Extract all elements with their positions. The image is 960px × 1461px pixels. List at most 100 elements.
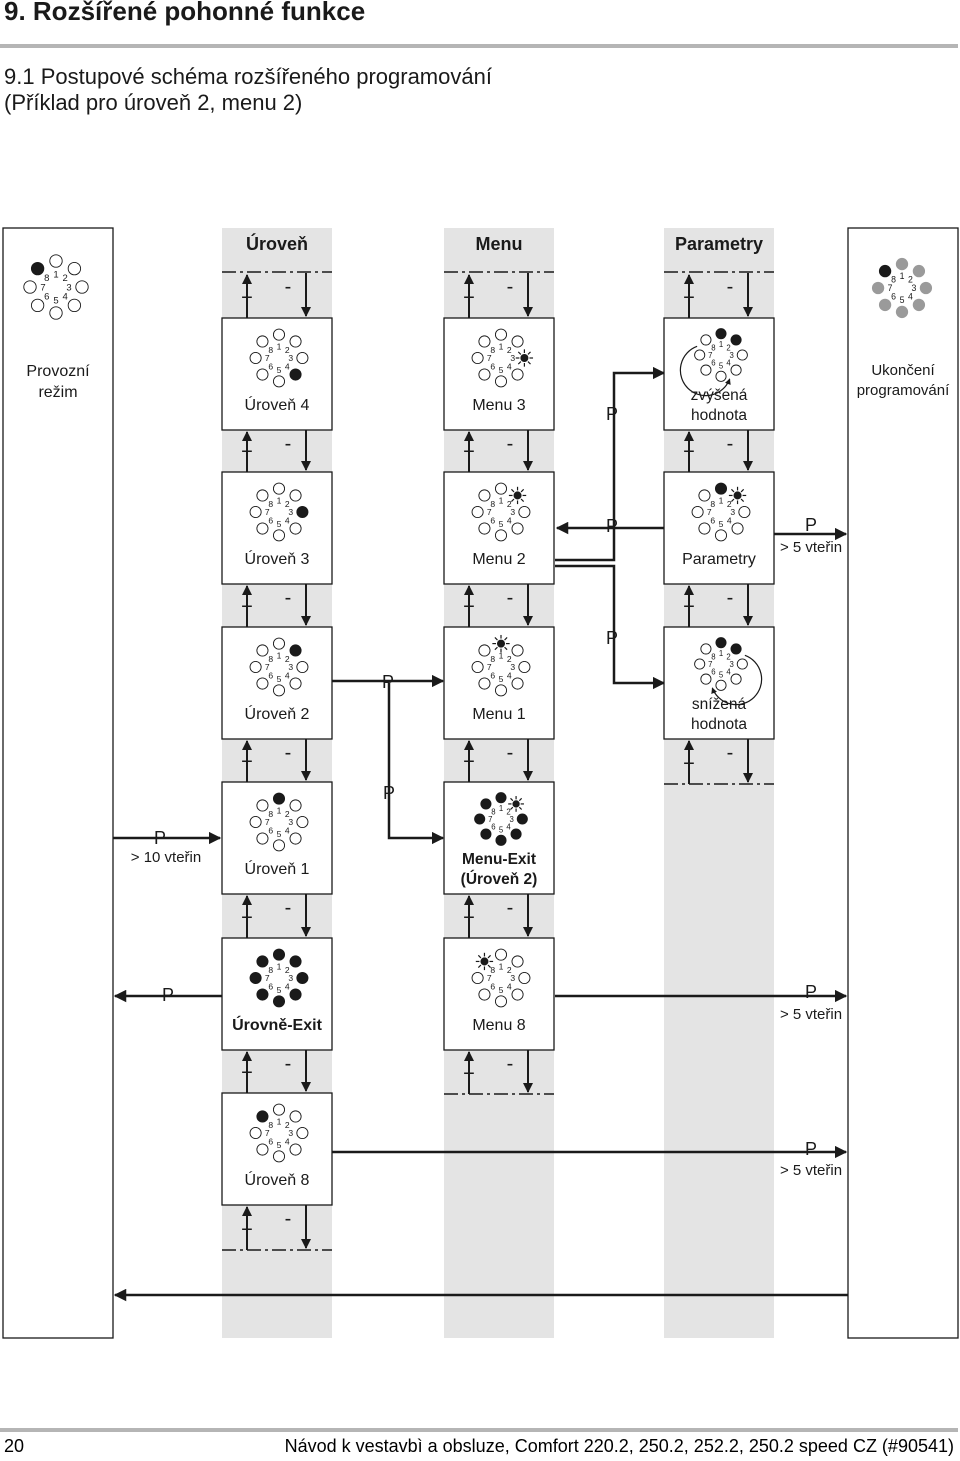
- dial-number: 4: [506, 822, 511, 831]
- led-7-off: [249, 660, 262, 674]
- dial-number: 6: [711, 667, 715, 676]
- dial-number: 6: [490, 515, 495, 525]
- nav-segment-12-plus-label: +: [463, 907, 475, 929]
- dial-number: 1: [277, 1116, 282, 1126]
- dial-number: 6: [711, 358, 715, 367]
- led-8-blinking: [475, 952, 494, 971]
- dial-number: 4: [908, 292, 913, 302]
- dial-number: 3: [288, 817, 293, 827]
- led-2-on: [730, 643, 742, 655]
- led-3-off: [518, 971, 531, 985]
- dial-number: 5: [277, 985, 282, 995]
- dial-number: 3: [510, 973, 515, 983]
- dial-number: 5: [499, 985, 504, 995]
- dial-number: 2: [726, 652, 730, 661]
- subsection-title-line2: (Příklad pro úroveň 2, menu 2): [4, 90, 303, 115]
- led-8-on: [878, 264, 892, 278]
- led-3-blinking: [515, 349, 534, 367]
- block-menu-1-label: Menu 1: [472, 706, 525, 723]
- led-4-off: [511, 368, 524, 381]
- led-core: [512, 800, 520, 808]
- dial-number: 7: [487, 353, 492, 363]
- dial-number: 7: [40, 282, 45, 293]
- dial-number: 1: [53, 269, 58, 280]
- led-8-on: [256, 1110, 269, 1123]
- led-3-off: [296, 815, 309, 829]
- dial-number: 7: [888, 283, 893, 293]
- block-menu-8-label: Menu 8: [472, 1017, 525, 1034]
- end-programming-panel: [847, 227, 959, 1339]
- dial-number: 7: [265, 662, 270, 672]
- dial-number: 1: [277, 805, 282, 815]
- p-key-label: P: [154, 828, 166, 848]
- dial-number: 7: [707, 507, 712, 517]
- nav-segment-17-plus-label: +: [683, 753, 695, 775]
- dial-number: 5: [277, 519, 282, 529]
- dial-number: 7: [708, 660, 712, 669]
- dial-number: 7: [487, 973, 492, 983]
- dial-number: 7: [265, 1128, 270, 1138]
- led-2-off: [289, 799, 302, 812]
- led-3-off: [736, 349, 748, 361]
- led-ray: [740, 498, 745, 502]
- led-7-off: [694, 658, 706, 670]
- led-1-on: [715, 637, 727, 649]
- dial-number: 6: [268, 1136, 273, 1146]
- led-4-off: [289, 522, 302, 535]
- led-2-on: [730, 334, 742, 346]
- dial-number: 4: [63, 292, 68, 303]
- block-level-4-label: Úroveň 4: [245, 395, 310, 414]
- led-1-off: [494, 328, 508, 341]
- led-ray: [520, 498, 525, 502]
- led-1-off: [272, 637, 286, 650]
- led-4-off: [511, 677, 524, 690]
- led-8-off: [700, 643, 712, 655]
- led-8-off: [700, 334, 712, 346]
- led-3-off: [296, 660, 309, 674]
- led-6-off: [478, 988, 491, 1001]
- dial-number: 3: [288, 507, 293, 517]
- led-3-on: [296, 505, 309, 519]
- dial-number: 4: [285, 1136, 290, 1146]
- block-param-decreased-label: snížená: [692, 696, 747, 713]
- led-3-on: [516, 813, 528, 825]
- dial-number: 1: [277, 961, 282, 971]
- nav-segment-10-plus-label: +: [463, 596, 475, 618]
- dial-number: 2: [507, 345, 512, 355]
- led-5-off: [714, 529, 728, 542]
- dial-number: 3: [730, 507, 735, 517]
- led-6-off: [700, 673, 712, 685]
- dial-number: 2: [726, 343, 730, 352]
- dial-number: 7: [487, 507, 492, 517]
- dial-number: 1: [499, 961, 504, 971]
- led-6-off: [478, 522, 491, 535]
- dial-number: 7: [265, 507, 270, 517]
- led-4-off: [730, 364, 742, 376]
- led-4-dim: [912, 298, 926, 312]
- nav-segment-12-minus-label: -: [507, 897, 514, 919]
- dial-number: 8: [268, 345, 273, 355]
- led-8-on: [30, 261, 45, 276]
- led-5-on: [495, 834, 507, 846]
- dial-number: 5: [499, 825, 503, 834]
- dial-number: 1: [900, 271, 905, 281]
- led-4-off: [731, 522, 744, 535]
- dial-number: 2: [507, 654, 512, 664]
- block-param-increased-label: hodnota: [691, 407, 747, 424]
- nav-segment-11-minus-label: -: [507, 742, 514, 764]
- dial-number: 8: [490, 654, 495, 664]
- nav-segment-5-plus-label: +: [241, 907, 253, 929]
- dial-number: 3: [729, 660, 733, 669]
- dial-number: 8: [711, 652, 715, 661]
- dial-number: 2: [63, 273, 68, 284]
- dial-number: 2: [507, 965, 512, 975]
- led-8-off: [478, 335, 491, 348]
- led-ray: [527, 361, 531, 365]
- led-ray: [731, 498, 735, 502]
- block-level-exit-label: Úrovně-Exit: [232, 1015, 322, 1034]
- block-param-increased-rotation-arrow: [679, 345, 731, 397]
